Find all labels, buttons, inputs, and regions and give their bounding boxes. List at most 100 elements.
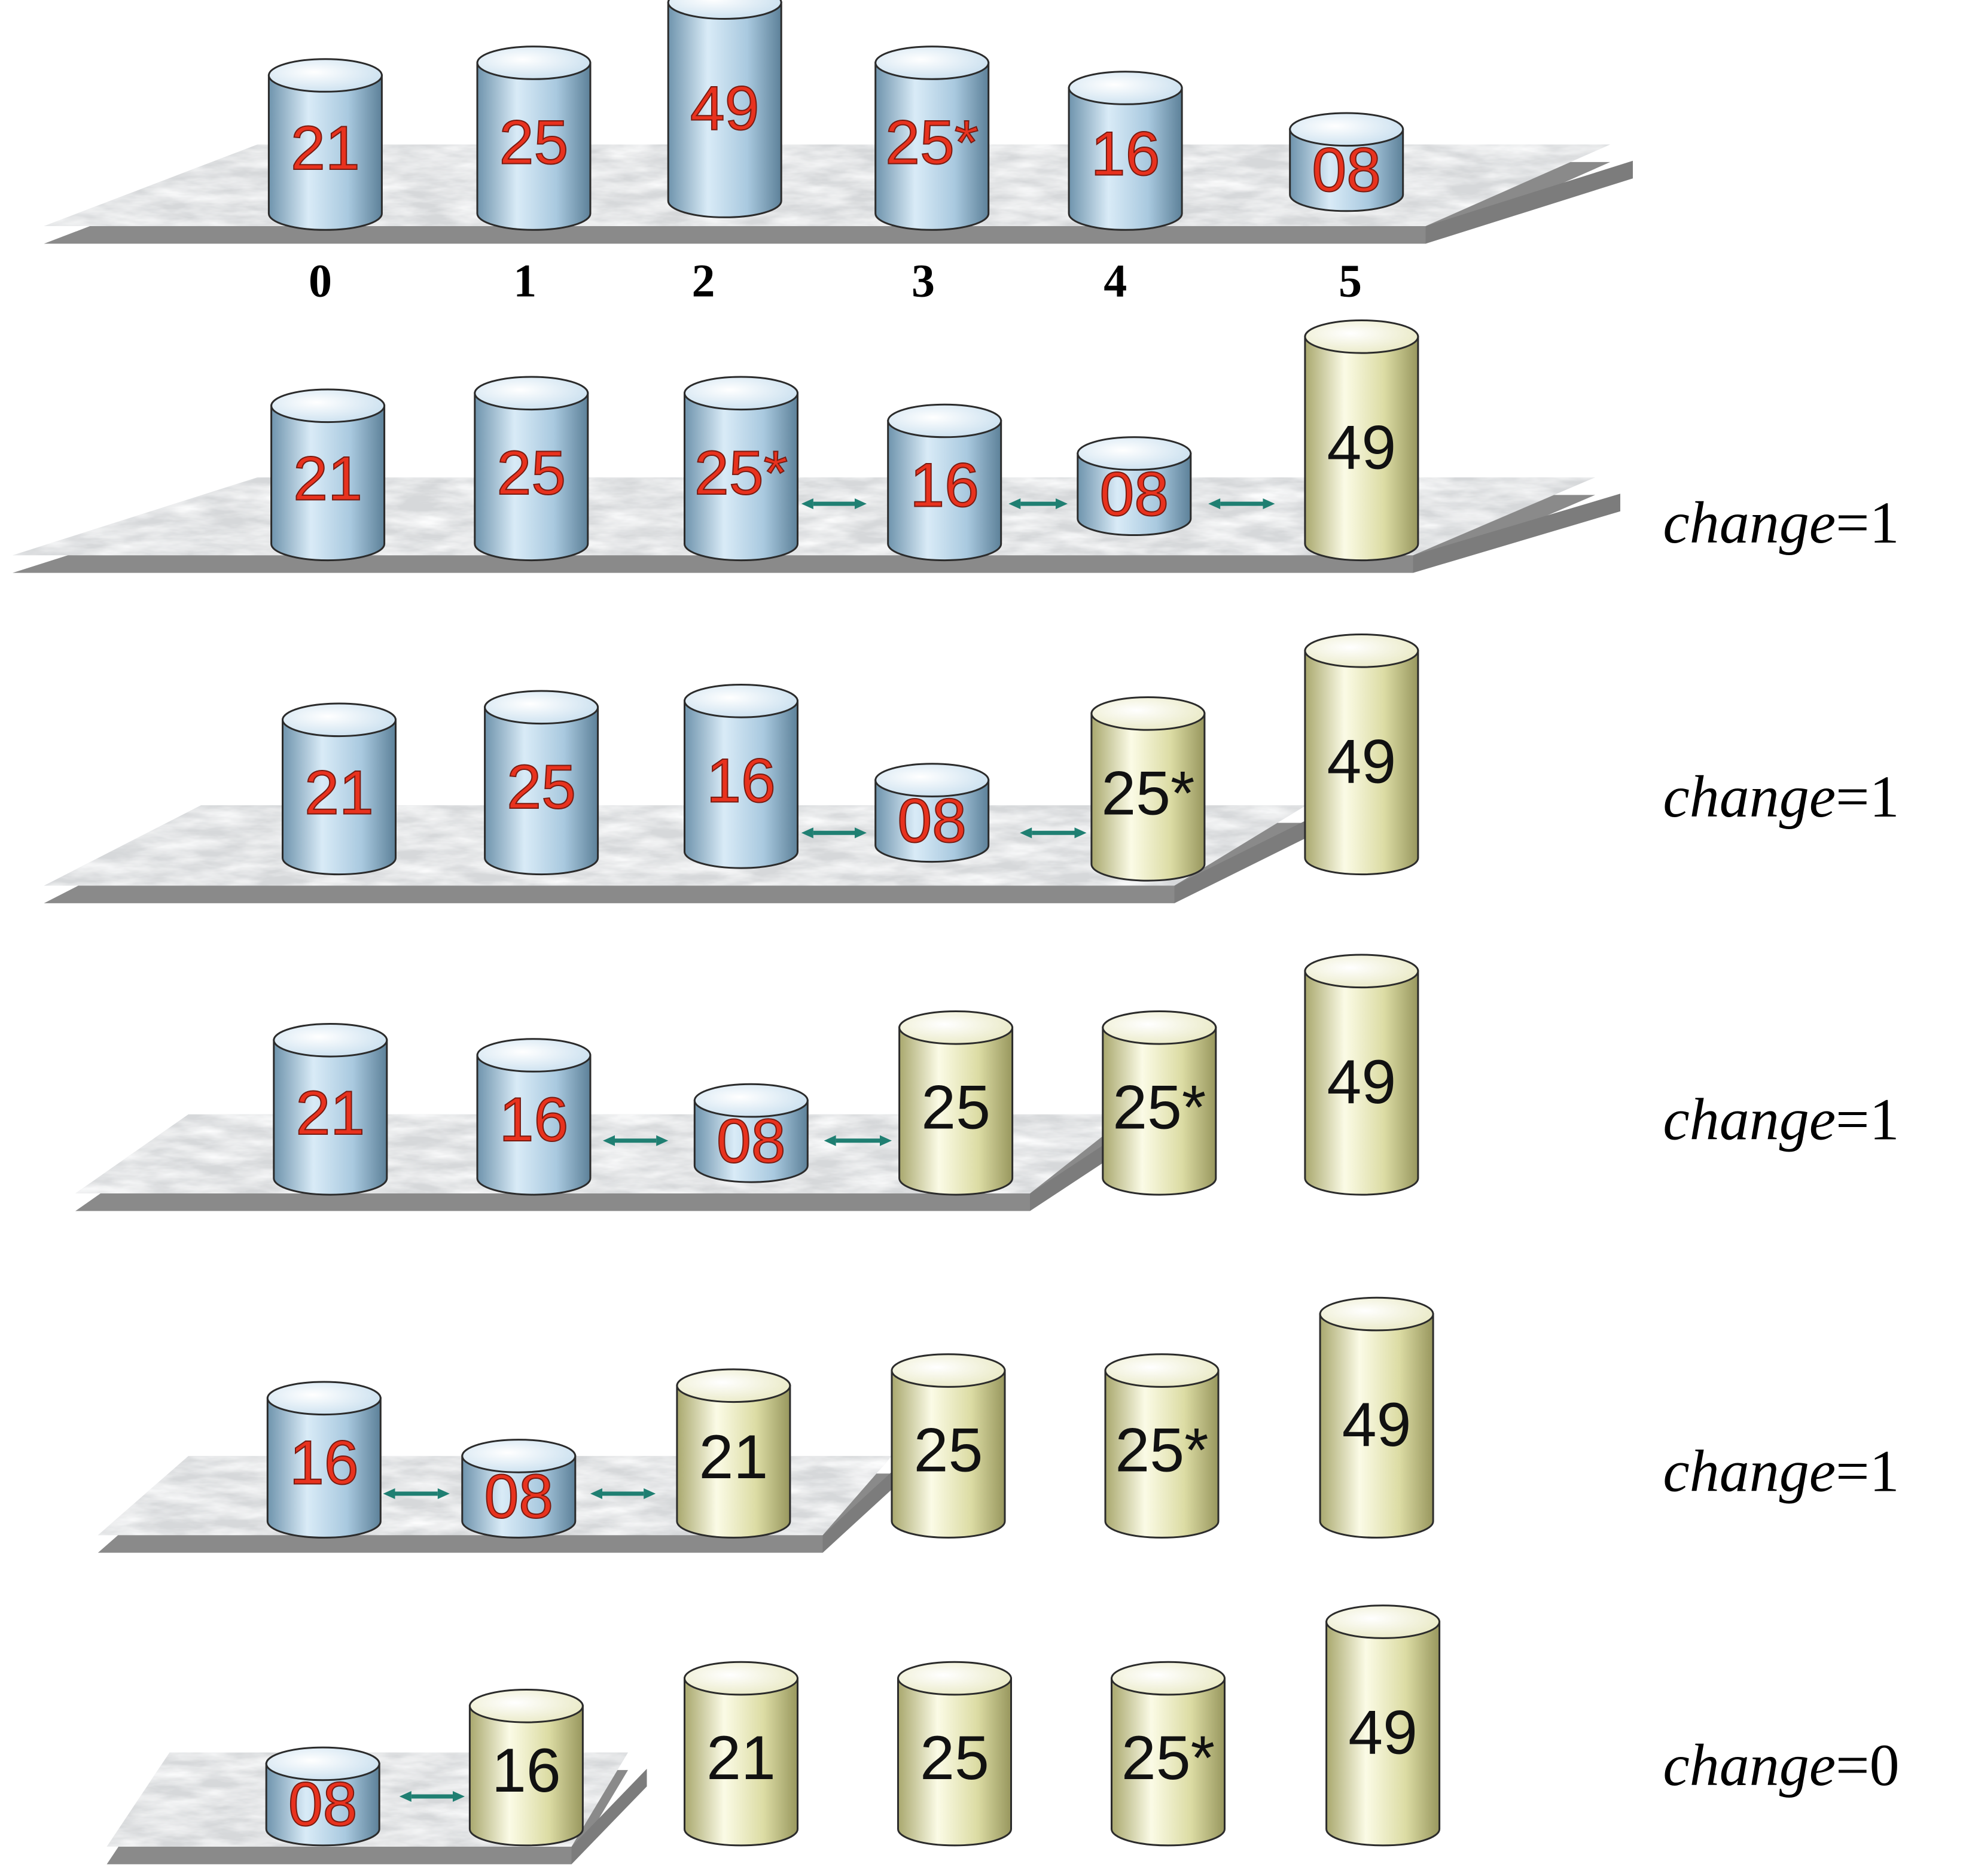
platform-row-1 (13, 477, 1620, 573)
cylinder-sorted: 21 (684, 1661, 798, 1847)
cylinder-unsorted: 16 (684, 684, 798, 869)
cylinder-value: 49 (690, 74, 760, 144)
platform-surface (13, 477, 1595, 556)
cylinder-unsorted: 25 (476, 45, 592, 231)
change-label: change=1 (1663, 763, 1899, 830)
cylinder-top (667, 0, 782, 20)
cylinder-top (1068, 71, 1183, 105)
cylinder-top (874, 763, 990, 797)
platform-edge (1413, 494, 1620, 573)
cylinder-top (891, 1353, 1006, 1388)
cylinder-top (684, 376, 798, 411)
cylinder-value: 08 (484, 1462, 553, 1531)
cylinder-unsorted: 08 (874, 763, 990, 863)
platform-row-0 (44, 144, 1633, 244)
cylinder-top (1304, 954, 1419, 989)
change-label: change=0 (1663, 1732, 1899, 1798)
cylinder-top (282, 702, 397, 738)
cylinder-value: 21 (293, 444, 362, 513)
index-label: 5 (1339, 255, 1362, 307)
cylinder-value: 16 (706, 746, 776, 815)
cylinder-value: 49 (1327, 1047, 1397, 1117)
cylinder-top (270, 388, 386, 424)
swap-arrow (1020, 827, 1087, 839)
swap-arrow (1008, 498, 1068, 510)
cylinder-sorted: 25 (897, 1661, 1012, 1847)
change-label: change=1 (1663, 1438, 1899, 1505)
change-value: =1 (1836, 1438, 1899, 1505)
swap-arrow (824, 1135, 892, 1146)
change-word: change (1663, 1086, 1836, 1153)
cylinder-top (476, 1038, 592, 1073)
cylinder-sorted: 16 (468, 1689, 584, 1847)
cylinder-top (468, 1689, 584, 1723)
cylinder-value: 49 (1348, 1698, 1418, 1768)
platform-edge (1425, 160, 1633, 244)
swap-arrow (590, 1488, 656, 1499)
cylinder-value: 16 (1091, 120, 1160, 189)
cylinder-unsorted: 16 (887, 403, 1002, 562)
cylinder-sorted: 49 (1304, 634, 1419, 876)
cylinder-top (476, 45, 592, 80)
cylinder-top (1090, 696, 1206, 731)
cylinder-value: 25 (507, 753, 576, 822)
change-value: =1 (1836, 763, 1899, 830)
cylinder-sorted: 25* (1104, 1353, 1220, 1539)
cylinder-unsorted: 08 (693, 1083, 809, 1183)
cylinder-value: 49 (1327, 727, 1397, 796)
cylinder-value: 16 (289, 1428, 359, 1497)
cylinder-top (1289, 112, 1404, 147)
cylinder-top (887, 403, 1002, 438)
platform-edge (822, 1466, 898, 1553)
swap-arrow (603, 1135, 669, 1146)
cylinder-top (684, 684, 798, 718)
change-value: =0 (1836, 1732, 1899, 1798)
cylinder-unsorted: 08 (461, 1439, 577, 1539)
cylinder-unsorted: 16 (1068, 71, 1183, 231)
cylinder-top (273, 1023, 388, 1058)
cylinder-top (898, 1010, 1014, 1045)
cylinder-value: 25* (1121, 1723, 1215, 1793)
cylinder-top (897, 1661, 1012, 1696)
swap-arrow (383, 1488, 450, 1499)
cylinder-value: 21 (699, 1423, 769, 1492)
cylinder-value: 49 (1342, 1390, 1412, 1460)
cylinder-unsorted: 21 (273, 1023, 388, 1196)
cylinder-value: 25* (1115, 1416, 1208, 1485)
cylinder-unsorted: 16 (476, 1038, 592, 1196)
cylinder-unsorted: 21 (282, 702, 397, 876)
cylinder-value: 08 (717, 1107, 786, 1176)
cylinder-unsorted: 25 (474, 376, 589, 562)
cylinder-sorted: 25 (891, 1353, 1006, 1539)
change-word: change (1663, 489, 1836, 556)
index-label: 4 (1104, 255, 1127, 307)
change-label: change=1 (1663, 489, 1899, 556)
cylinder-value: 25* (1101, 759, 1194, 828)
cylinder-value: 08 (1099, 459, 1169, 529)
cylinder-value: 08 (1312, 136, 1381, 205)
change-label: change=1 (1663, 1086, 1899, 1153)
cylinder-sorted: 25* (1090, 696, 1206, 882)
cylinder-sorted: 49 (1319, 1296, 1434, 1539)
cylinder-value: 21 (706, 1723, 776, 1793)
swap-arrow (801, 498, 867, 510)
cylinder-value: 16 (910, 451, 979, 520)
cylinder-sorted: 25* (1111, 1661, 1226, 1847)
cylinder-value: 49 (1327, 413, 1397, 482)
cylinder-top (1102, 1010, 1217, 1045)
cylinder-value: 16 (499, 1085, 569, 1155)
cylinder-sorted: 25* (1102, 1010, 1217, 1196)
cylinder-top (474, 376, 589, 411)
cylinder-unsorted: 25* (874, 45, 990, 231)
change-word: change (1663, 1438, 1836, 1505)
cylinder-top (1325, 1604, 1441, 1639)
change-value: =1 (1836, 1086, 1899, 1153)
cylinder-unsorted: 16 (266, 1381, 382, 1539)
cylinder-sorted: 25 (898, 1010, 1014, 1196)
cylinder-value: 08 (288, 1770, 358, 1840)
cylinder-top (484, 690, 599, 725)
cylinder-value: 25 (921, 1073, 990, 1142)
platform-edge (1174, 814, 1319, 903)
